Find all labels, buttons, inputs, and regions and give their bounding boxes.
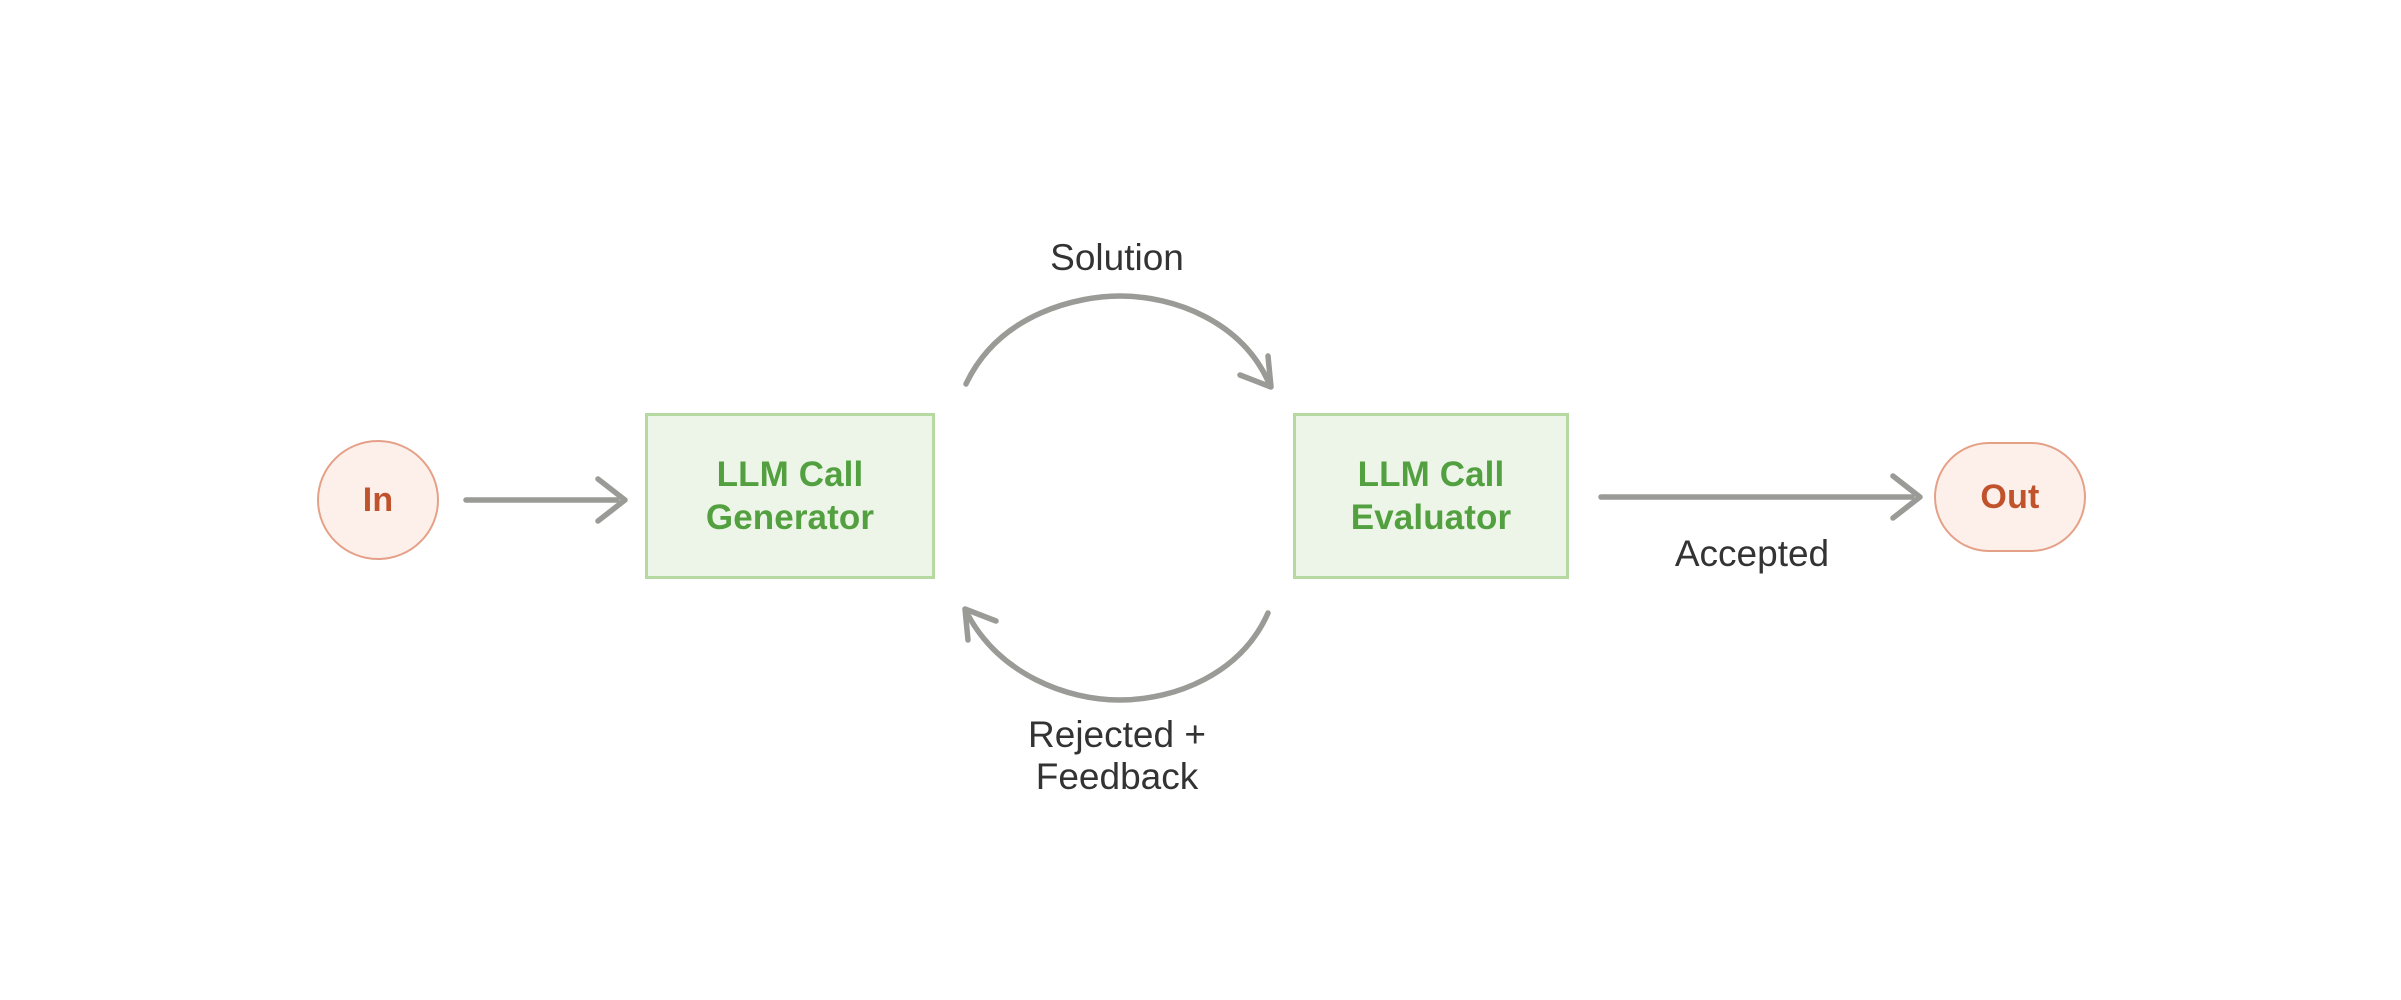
- node-output[interactable]: Out: [1934, 442, 2086, 552]
- node-llm-call-evaluator[interactable]: LLM Call Evaluator: [1293, 413, 1569, 579]
- edge-evaluator-to-generator: [962, 606, 1271, 703]
- node-input-label: In: [362, 481, 394, 519]
- edge-label-rejected-feedback: Rejected + Feedback: [1028, 714, 1206, 798]
- edge-label-solution: Solution: [1050, 237, 1184, 278]
- node-input[interactable]: In: [317, 440, 439, 560]
- edge-label-accepted: Accepted: [1674, 533, 1830, 574]
- node-llm-call-generator[interactable]: LLM Call Generator: [645, 413, 935, 579]
- edge-evaluator-to-out: [1598, 473, 1923, 521]
- node-llm-call-evaluator-label: LLM Call Evaluator: [1350, 454, 1512, 537]
- edge-generator-to-evaluator: [963, 293, 1274, 390]
- node-llm-call-generator-label: LLM Call Generator: [705, 454, 875, 537]
- node-output-label: Out: [1980, 478, 2040, 516]
- edge-in-to-generator: [463, 476, 628, 524]
